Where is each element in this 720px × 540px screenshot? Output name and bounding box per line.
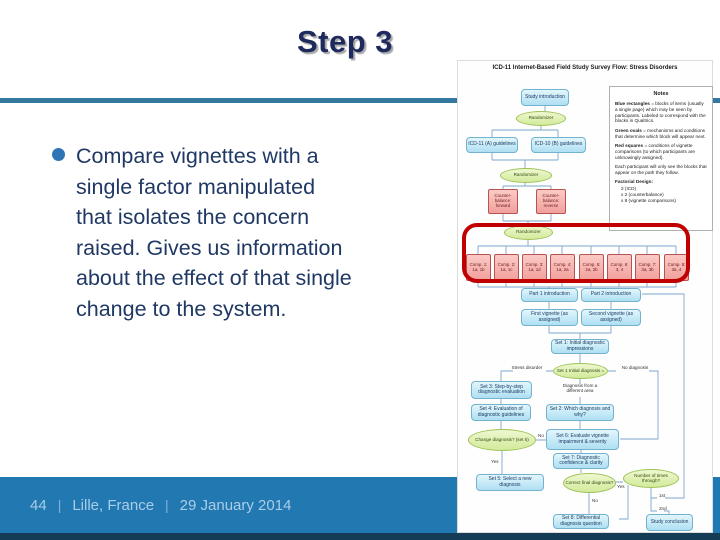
comp-title: Comp. 6: <box>610 261 629 267</box>
comp-pair: 3, 4 <box>615 266 624 272</box>
flow-node-study-conclusion: Study conclusion <box>646 514 693 531</box>
flowchart-image: ICD-11 Internet-Based Field Study Survey… <box>457 60 713 533</box>
flow-label-no: No <box>592 498 598 503</box>
flow-label-yes: Yes <box>491 459 499 464</box>
divider-line <box>0 98 720 103</box>
flow-node-counterbalance-reverse: Counter-balance: reverse <box>536 189 566 214</box>
flow-node-set6: Set 6: Evaluate vignette impairment & se… <box>546 429 619 450</box>
flow-node-comparison-2: Comp. 2:1a, 1c <box>494 254 519 281</box>
flow-label-yes: Yes <box>617 484 625 489</box>
page-title: Step 3 <box>296 24 394 59</box>
notes-text: = mechanisms and conditions that determi… <box>615 127 706 139</box>
notes-factorial-heading: Factorial Design: <box>615 179 707 185</box>
flow-node-second-vignette: Second vignette (as assigned) <box>581 309 641 326</box>
notes-lead: Blue rectangles <box>615 100 650 106</box>
flow-node-study-introduction: Study introduction <box>521 89 569 106</box>
flow-node-set8: Set 8: Differential diagnosis question <box>553 514 609 529</box>
footer-date: 29 January 2014 <box>179 496 292 514</box>
flow-node-set2: Set 2: Which diagnosis and why? <box>546 404 614 421</box>
comp-pair: 1a, 1b <box>472 266 485 272</box>
notes-lead: Green ovals <box>615 127 642 133</box>
flow-node-randomizer-1: Randomizer <box>516 111 566 126</box>
page-number: 44 <box>30 496 47 514</box>
bullet-item: Compare vignettes with a single factor m… <box>52 141 422 324</box>
comp-title: Comp. 8: <box>667 261 686 267</box>
notes-paragraph: Green ovals = mechanisms and conditions … <box>615 128 707 140</box>
bullet-text: Compare vignettes with a single factor m… <box>76 144 352 321</box>
notes-heading: Notes <box>653 91 669 97</box>
footer-separator: | <box>57 497 62 513</box>
flow-node-counterbalance-forward: Counter-balance: forward <box>488 189 518 214</box>
flow-node-comparison-5: Comp. 5:2a, 2b <box>579 254 604 281</box>
flow-node-comparison-4: Comp. 4:1a, 2a <box>550 254 575 281</box>
bullet-icon <box>52 148 65 161</box>
flow-label-first-time: 1st <box>659 493 666 498</box>
flow-node-set1: Set 1: Initial diagnostic impressions <box>551 339 609 354</box>
flow-node-set4: Set 4: Evaluation of diagnostic guidelin… <box>471 404 531 421</box>
comp-pair: 2a, 2b <box>585 266 598 272</box>
flow-label-stress-disorder: Stress disorder <box>511 365 543 370</box>
notes-factorial-item: x 8 (vignette comparisons) <box>621 198 676 203</box>
comp-title: Comp. 2: <box>497 261 516 267</box>
flow-node-correct-final-decision: Correct final diagnosis? <box>563 473 616 493</box>
comp-title: Comp. 1: <box>469 261 488 267</box>
flow-label-different-area: Diagnosis from a different area <box>562 383 598 394</box>
notes-paragraph: Blue rectangles = blocks of items (usual… <box>615 101 707 125</box>
footer: 44 | Lille, France | 29 January 2014 <box>30 477 291 533</box>
comp-pair: 3a, 3b <box>641 266 654 272</box>
flow-node-initial-diagnosis-decision: Set 1 Initial diagnosis = <box>553 363 608 379</box>
notes-factorial-item: x 2 (counterbalance) <box>621 192 664 198</box>
comp-pair: 1a, 1d <box>528 266 541 272</box>
flow-node-randomizer-2: Randomizer <box>500 168 552 183</box>
comp-pair: 1a, 2a <box>556 266 569 272</box>
comp-title: Comp. 3: <box>525 261 544 267</box>
comp-title: Comp. 4: <box>553 261 572 267</box>
comp-title: Comp. 7: <box>638 261 657 267</box>
footer-strip <box>0 533 720 540</box>
flow-label-no: No <box>538 433 544 438</box>
flow-node-set5: Set 5: Select a new diagnosis <box>476 474 544 491</box>
flow-node-change-diagnosis-decision: Change diagnosis? (set 5) <box>468 429 536 451</box>
flow-node-set7: Set 7: Diagnostic confidence & clarity <box>553 453 609 469</box>
flow-label-second-time: 2nd <box>659 506 667 511</box>
flow-node-comparison-3: Comp. 3:1a, 1d <box>522 254 547 281</box>
comp-title: Comp. 5: <box>582 261 601 267</box>
notes-text: = conditions of vignette comparisons (to… <box>615 143 695 160</box>
red-highlight-box <box>462 223 690 283</box>
flowchart-title: ICD-11 Internet-Based Field Study Survey… <box>492 65 678 71</box>
flow-node-set3: Set 3: Step-by-step diagnostic evaluatio… <box>471 381 532 399</box>
flow-node-part1-introduction: Part 1 introduction <box>521 288 578 302</box>
footer-location: Lille, France <box>72 496 155 514</box>
notes-factorial-item: 2 (ICD) <box>621 186 637 192</box>
notes-lead: Red squares <box>615 143 644 148</box>
flow-node-icd10-guidelines: ICD-10 (B) guidelines <box>531 137 586 153</box>
notes-box: Notes Blue rectangles = blocks of items … <box>609 86 713 231</box>
flow-node-part2-introduction: Part 2 introduction <box>581 288 641 302</box>
flow-node-first-vignette: First vignette (as assigned) <box>521 309 578 326</box>
flow-connectors <box>477 106 685 520</box>
flow-label-no-diagnosis: No diagnosis <box>621 365 649 370</box>
notes-paragraph: Each participant will only see the block… <box>615 164 707 176</box>
flow-node-icd11-guidelines: ICD-11 (A) guidelines <box>466 137 518 153</box>
flow-node-times-through-decision: Number of times through? <box>623 469 679 488</box>
notes-text: = blocks of items (usually a single page… <box>615 100 706 124</box>
notes-paragraph: Red squares = conditions of vignette com… <box>615 143 707 161</box>
footer-separator: | <box>165 497 169 513</box>
comp-pair: 1a, 1c <box>500 266 513 272</box>
notes-lead: Factorial Design: <box>615 179 654 185</box>
flow-node-comparison-7: Comp. 7:3a, 3b <box>635 254 660 281</box>
notes-text: Each participant will only see the block… <box>615 164 707 175</box>
